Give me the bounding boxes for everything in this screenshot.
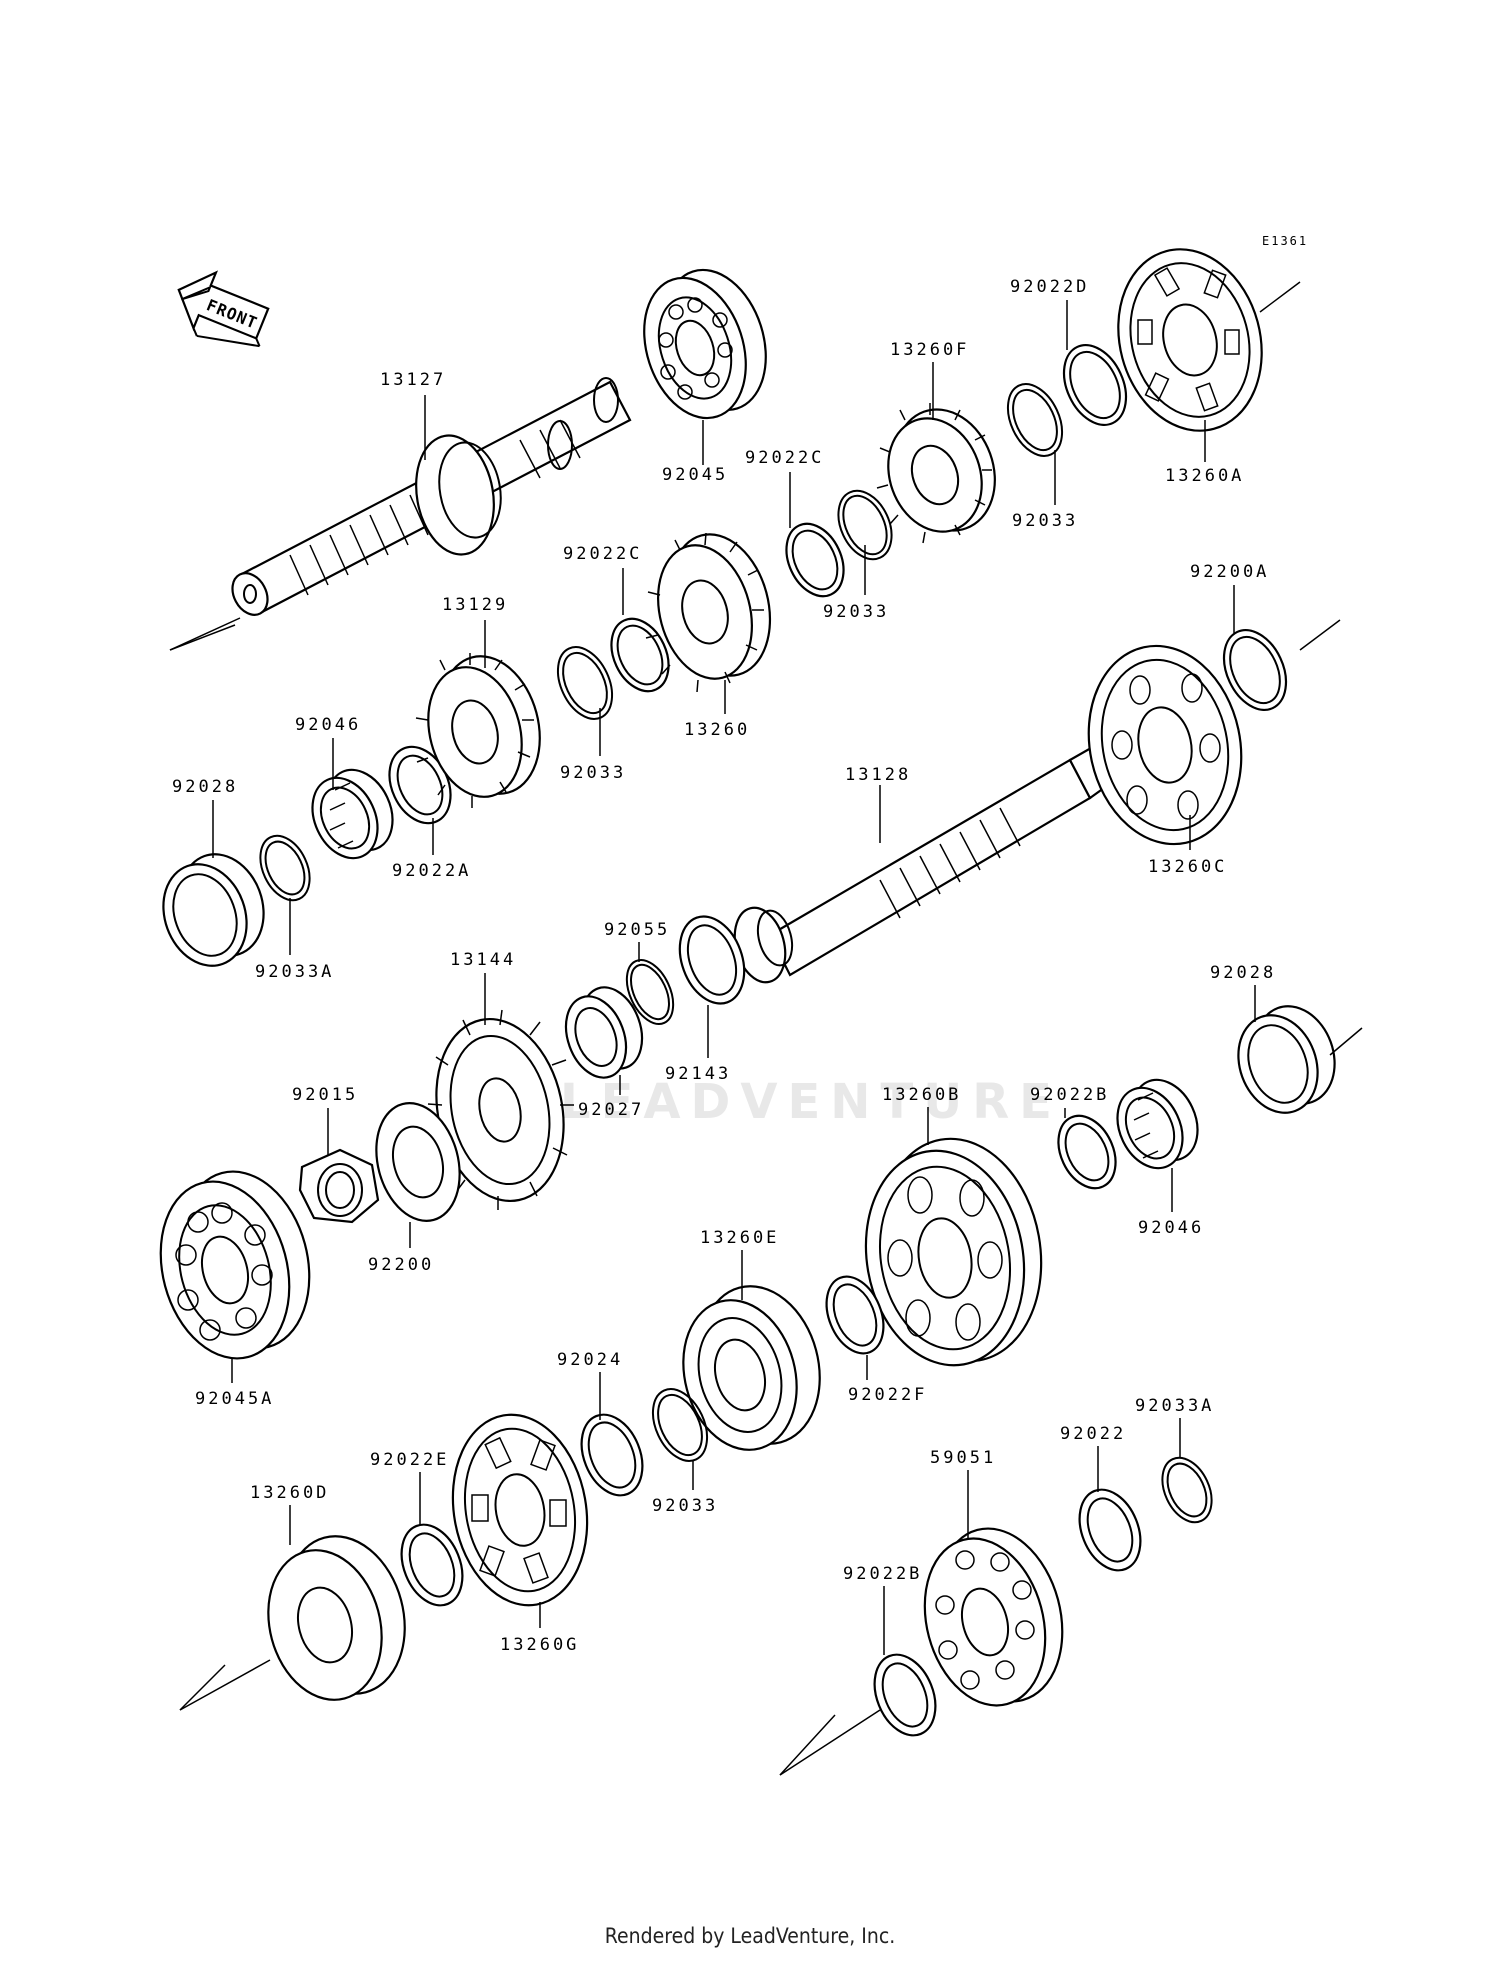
washer-92022C-mid — [610, 617, 670, 693]
washer-92022E — [400, 1523, 464, 1607]
label-92033-lower: 92033 — [652, 1496, 718, 1516]
label-92033-right: 92033 — [1012, 511, 1078, 531]
label-92033A-lower: 92033A — [1135, 1396, 1214, 1416]
label-13127: 13127 — [380, 370, 446, 390]
part-labels: 13127 92045 92022D 13260F 13260A 92022C … — [172, 277, 1276, 1655]
bearing-92045A — [159, 1170, 311, 1360]
washer-92200A — [1222, 619, 1341, 711]
circlip-92033-upper — [837, 489, 893, 561]
label-13260E: 13260E — [700, 1228, 779, 1248]
label-92046-right: 92046 — [1138, 1218, 1204, 1238]
label-13128: 13128 — [845, 765, 911, 785]
gear-13260D — [179, 1535, 406, 1711]
label-13260B: 13260B — [882, 1085, 961, 1105]
gear-13260A — [1117, 248, 1301, 432]
label-13260D: 13260D — [250, 1483, 329, 1503]
label-92033-mid: 92033 — [560, 763, 626, 783]
o-ring-92055 — [625, 959, 675, 1025]
gear-13129 — [415, 653, 541, 808]
input-shaft — [169, 377, 632, 651]
label-92045A: 92045A — [195, 1389, 274, 1409]
washer-92022 — [1078, 1488, 1142, 1572]
label-13260G: 13260G — [500, 1635, 579, 1655]
label-92022B-lower: 92022B — [843, 1564, 922, 1584]
gear-13260E — [682, 1285, 821, 1451]
label-92027: 92027 — [578, 1100, 644, 1120]
watermark: LEADVENTURE — [560, 1074, 1062, 1130]
nut-92015 — [298, 1148, 380, 1224]
label-13260C: 13260C — [1148, 857, 1227, 877]
gear-13260G — [451, 1413, 589, 1607]
label-13144: 13144 — [450, 950, 516, 970]
gear-59051 — [923, 1527, 1064, 1707]
collar-92027 — [564, 986, 644, 1079]
washer-92024 — [580, 1413, 644, 1497]
sprocket-13144 — [427, 1009, 574, 1210]
label-92022D: 92022D — [1010, 277, 1089, 297]
circlip-92033-lower — [651, 1388, 709, 1462]
lockwasher-92200 — [375, 1102, 461, 1222]
diagram-code: E1361 — [1262, 234, 1308, 248]
circlip-92033A-lower — [1161, 1456, 1213, 1524]
label-92055: 92055 — [604, 920, 670, 940]
washer-92022F — [825, 1275, 885, 1355]
label-13129: 13129 — [442, 595, 508, 615]
label-92033A-left: 92033A — [255, 962, 334, 982]
label-92028-right: 92028 — [1210, 963, 1276, 983]
washer-92022C-upper — [785, 522, 845, 598]
collar-92143 — [678, 915, 746, 1005]
gear-13260C — [1087, 644, 1243, 846]
needle-bearing-92046-right — [1116, 1078, 1199, 1170]
gear-13260B — [864, 1137, 1043, 1367]
label-92028-left: 92028 — [172, 777, 238, 797]
label-92022E: 92022E — [370, 1450, 449, 1470]
label-92022: 92022 — [1060, 1424, 1126, 1444]
gear-13260 — [645, 532, 772, 693]
label-13260F: 13260F — [890, 340, 969, 360]
bearing-race-92028-left — [162, 853, 265, 967]
label-92045: 92045 — [662, 465, 728, 485]
label-92046-left: 92046 — [295, 715, 361, 735]
label-92033-upper: 92033 — [823, 602, 889, 622]
label-59051: 59051 — [930, 1448, 996, 1468]
label-13260: 13260 — [684, 720, 750, 740]
washer-92022B-upper — [1057, 1114, 1117, 1190]
gear-13260F — [876, 403, 996, 544]
leader-lines — [212, 300, 1256, 1655]
label-92022F: 92022F — [848, 1385, 927, 1405]
label-92200: 92200 — [368, 1255, 434, 1275]
circlip-92033A-left — [259, 834, 311, 902]
label-92022B-upper: 92022B — [1030, 1085, 1109, 1105]
bearing-92045 — [643, 268, 767, 420]
needle-bearing-92046-left — [311, 768, 394, 860]
label-92022A: 92022A — [392, 861, 471, 881]
bearing-race-92028-right — [1237, 1005, 1363, 1114]
footer-credit: Rendered by LeadVenture, Inc. — [604, 1924, 896, 1948]
output-shaft — [733, 738, 1124, 984]
circlip-92033-right — [1006, 383, 1064, 457]
washer-92022D — [1062, 344, 1128, 426]
circlip-92033-mid — [556, 646, 614, 720]
label-13260A: 13260A — [1165, 466, 1244, 486]
label-92015: 92015 — [292, 1085, 358, 1105]
label-92143: 92143 — [665, 1064, 731, 1084]
label-92024: 92024 — [557, 1350, 623, 1370]
label-92022C-upper: 92022C — [745, 448, 824, 468]
label-92022C-mid: 92022C — [563, 544, 642, 564]
front-arrow-icon: FRONT — [177, 270, 270, 348]
label-92200A: 92200A — [1190, 562, 1269, 582]
washer-92022B-lower — [779, 1653, 937, 1776]
washer-92022A — [388, 745, 452, 825]
